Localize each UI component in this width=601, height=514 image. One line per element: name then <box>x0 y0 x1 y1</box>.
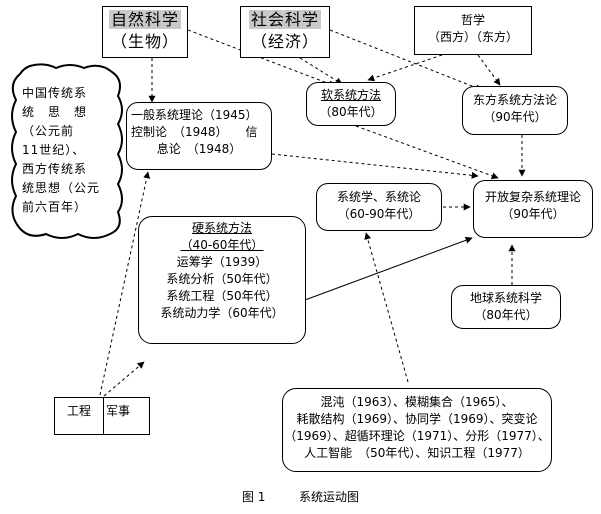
chinese-western-line: （公元前 <box>22 124 75 138</box>
eastern-methods-label: 东方系统方法论 <box>472 93 557 107</box>
social-science-label: 社会科学 <box>248 10 321 29</box>
chinese-western-line: 统 思 想 <box>22 105 88 119</box>
arrow-philosophy-to-soft <box>367 54 443 82</box>
open-complex-label: 开放复杂系统理论 <box>484 190 581 204</box>
arrow-soft-to-open <box>355 125 499 180</box>
natural-science-box: 自然科学 （生物） <box>102 6 188 58</box>
chinese-western-line: 中国传统系 <box>22 86 88 100</box>
eastern-methods-sub: （90年代） <box>483 110 547 124</box>
hard-systems-methods-box: 硬系统方法 （40-60年代） 运筹学（1939） 系统分析（50年代） 系统工… <box>138 216 306 344</box>
open-complex-sub: （90年代） <box>501 207 565 221</box>
natural-science-label: 自然科学 <box>108 10 181 29</box>
philosophy-sub: （西方）（东方） <box>427 30 518 44</box>
arrow-general-to-open <box>271 153 479 179</box>
chaos-line: 耗散结构（1969）、协同学（1969）、突变论 <box>296 412 538 426</box>
chinese-western-line: 西方传统系 <box>22 162 88 176</box>
social-science-sub: （经济） <box>250 32 319 51</box>
chaos-line: （1969）、超循环理论（1971）、分形（1977）、 <box>284 429 550 443</box>
hard-methods-item: 系统分析（50年代） <box>166 272 278 286</box>
earth-system-science-box: 地球系统科学 （80年代） <box>451 285 561 329</box>
hard-methods-label: 硬系统方法 <box>191 221 252 235</box>
arrow-engineering-to-hard <box>103 361 145 397</box>
general-theory-line: 一般系统理论（1945） <box>131 108 258 122</box>
open-complex-systems-theory-box: 开放复杂系统理论 （90年代） <box>473 180 593 238</box>
soft-methods-sub: （80年代） <box>319 105 383 119</box>
chaos-line: 人工智能 （50年代）、知识工程（1977） <box>304 446 530 460</box>
soft-systems-methods-box: 软系统方法 （80年代） <box>306 82 396 126</box>
general-theory-line: 息论 （1948） <box>156 142 242 156</box>
philosophy-label: 哲学 <box>460 13 485 27</box>
general-systems-theory-box: 一般系统理论（1945） 控制论 （1948） 信 息论 （1948） <box>126 102 272 170</box>
arrow-engineering-to-general <box>99 171 151 396</box>
systematics-box: 系统学、系统论 （60-90年代） <box>316 183 442 231</box>
systematics-label: 系统学、系统论 <box>336 190 421 204</box>
earth-science-sub: （80年代） <box>474 308 538 322</box>
hard-methods-item: 运筹学（1939） <box>176 255 268 269</box>
chinese-western-line: 前六百年） <box>22 200 88 214</box>
natural-science-sub: （生物） <box>110 32 179 51</box>
general-theory-line: 控制论 （1948） 信 <box>131 125 258 139</box>
arrow-natural-to-soft <box>187 29 336 88</box>
chinese-western-thought-text: 中国传统系 统 思 想 （公元前 11世纪）、 西方传统系 统思想（公元 前六百… <box>22 84 118 217</box>
arrow-social-to-soft <box>299 57 343 85</box>
hard-methods-item: 系统动力学（60年代） <box>160 306 284 320</box>
chinese-western-cloud-shape <box>11 63 123 239</box>
chinese-western-line: 11世纪）、 <box>22 143 86 157</box>
earth-science-label: 地球系统科学 <box>469 291 542 305</box>
chaos-line: 混沌（1963）、模糊集合（1965）、 <box>320 395 514 409</box>
military-label: 军事 <box>106 404 131 418</box>
eastern-systems-methodology-box: 东方系统方法论 （90年代） <box>462 86 568 135</box>
soft-methods-label: 软系统方法 <box>320 88 381 102</box>
figure-title: 系统运动图 <box>299 490 360 504</box>
figure-caption: 图 1 系统运动图 <box>0 488 601 505</box>
chinese-western-line: 统思想（公元 <box>22 181 101 195</box>
arrow-chaos-to-systematics <box>364 232 409 383</box>
arrow-philosophy-to-eastern <box>477 54 501 86</box>
arrow-hard-to-open <box>304 236 473 301</box>
philosophy-box: 哲学 （西方）（东方） <box>414 6 532 55</box>
social-science-box: 社会科学 （经济） <box>240 6 330 58</box>
systematics-sub: （60-90年代） <box>337 207 421 221</box>
chaos-and-complexity-box: 混沌（1963）、模糊集合（1965）、 耗散结构（1969）、协同学（1969… <box>282 388 552 472</box>
hard-methods-item: 系统工程（50年代） <box>166 289 278 303</box>
engineering-label: 工程 <box>55 398 104 434</box>
engineering-military-box: 工程 军事 <box>54 397 150 435</box>
figure-number: 图 1 <box>241 490 266 504</box>
hard-methods-sub: （40-60年代） <box>180 238 264 252</box>
